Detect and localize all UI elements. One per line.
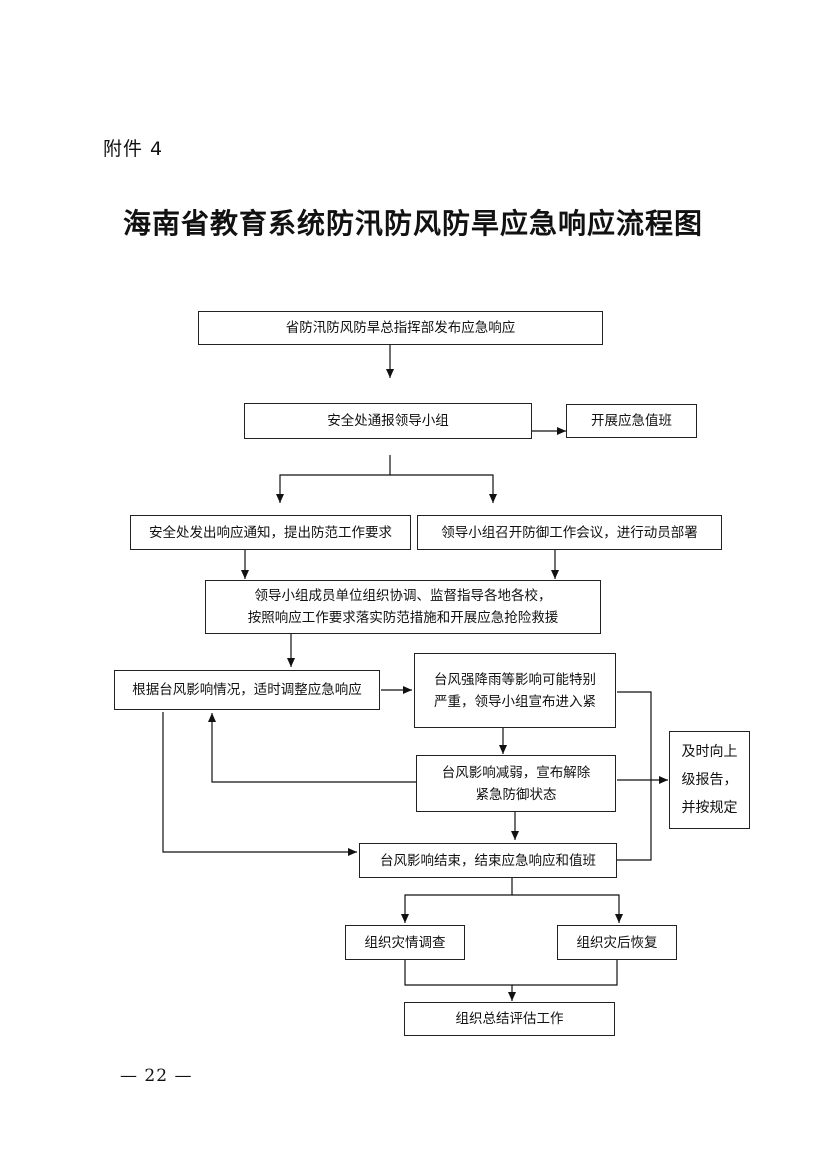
split-n11-right [512,894,623,923]
node-end-response: 台风影响结束，结束应急响应和值班 [359,843,617,878]
page-title: 海南省教育系统防汛防风防旱应急响应流程图 [122,207,703,240]
split-n2 [276,455,391,503]
node-issue-response-notice: 安全处发出响应通知，提出防范工作要求 [130,515,411,550]
split-n2-right [390,474,497,503]
page-number: — 22 — [120,1066,193,1086]
node-recovery: 组织灾后恢复 [557,925,677,960]
node-emergency-duty: 开展应急值班 [566,404,697,438]
bracket-right [617,691,652,861]
node-disaster-survey: 组织灾情调查 [345,925,465,960]
node-summary-evaluation: 组织总结评估工作 [404,1002,615,1036]
node-adjust-response: 根据台风影响情况，适时调整应急响应 [114,670,380,710]
node-report-superior: 及时向上级报告，并按规定 [669,731,750,829]
node-coordinate-supervise: 领导小组成员单位组织协调、监督指导各地各校，按照响应工作要求落实防范措施和开展应… [205,580,601,634]
attachment-label: 附件 4 [103,138,164,160]
join-n12-n14 [404,960,516,1001]
split-n11 [401,878,513,923]
node-notify-leading-group: 安全处通报领导小组 [244,403,532,439]
arrow-n9-n7 [208,713,416,783]
node-defense-meeting: 领导小组召开防御工作会议，进行动员部署 [417,515,722,550]
node-issue-emergency-response: 省防汛防风防旱总指挥部发布应急响应 [198,311,603,345]
node-enter-emergency: 台风强降雨等影响可能特别严重，领导小组宣布进入紧 [414,653,616,728]
node-lift-defense: 台风影响减弱，宣布解除紧急防御状态 [416,755,616,812]
arrow-n7-n11 [162,712,357,856]
join-n13 [512,960,618,986]
